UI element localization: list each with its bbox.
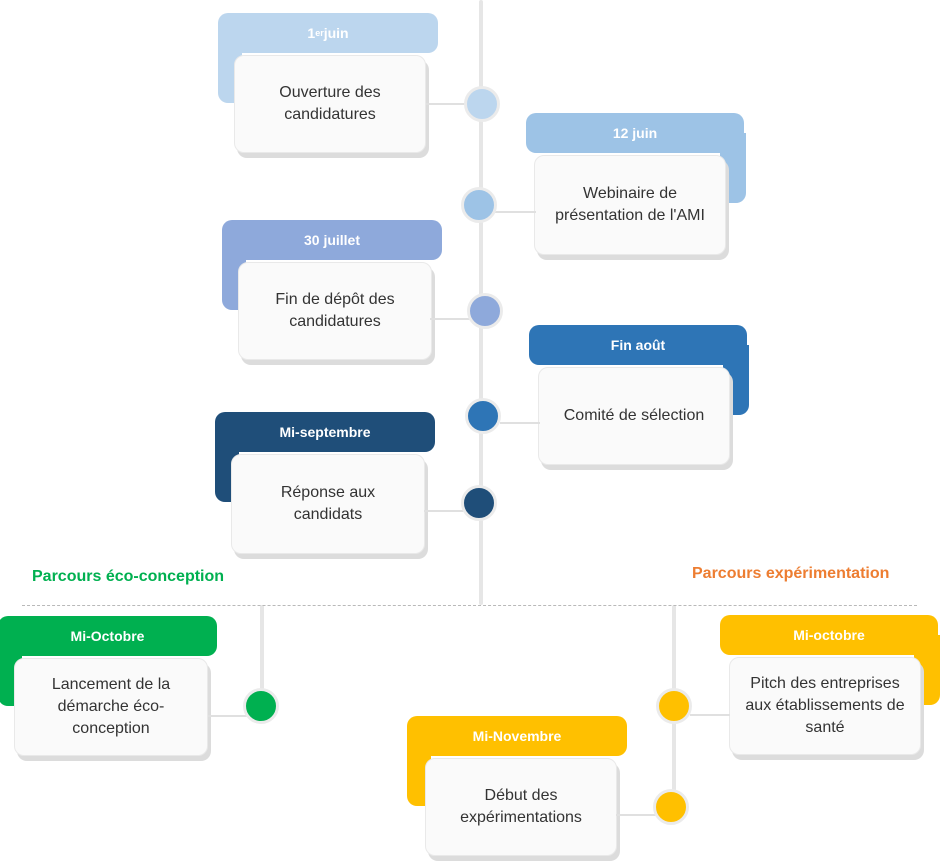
milestone-4-text: Comité de sélection [538, 367, 730, 465]
milestone-2-date: 12 juin [526, 113, 744, 153]
exp-item-2-connector [616, 814, 658, 816]
milestone-4-dot [465, 398, 501, 434]
milestone-3-dot [467, 293, 503, 329]
milestone-3-connector [430, 318, 470, 320]
milestone-1-connector [426, 103, 466, 105]
exp-item-1-connector [690, 714, 730, 716]
milestone-1-dot [464, 86, 500, 122]
milestone-5-dot [461, 485, 497, 521]
milestone-4-connector [500, 422, 540, 424]
milestone-4: Fin août Comité de sélection [529, 325, 749, 475]
exp-item-1-date: Mi-octobre [720, 615, 938, 655]
eco-item-1-connector [208, 715, 248, 717]
eco-item-1: Mi-Octobre Lancement de la démarche éco-… [0, 616, 218, 766]
exp-item-2-dot [653, 789, 689, 825]
eco-item-1-text: Lancement de la démarche éco-conception [14, 658, 208, 756]
track-separator [22, 605, 917, 606]
milestone-2-dot [461, 187, 497, 223]
milestone-2: 12 juin Webinaire de présentation de l'A… [526, 113, 746, 263]
milestone-2-text: Webinaire de présentation de l'AMI [534, 155, 726, 255]
milestone-1-text: Ouverture des candidatures [234, 55, 426, 153]
eco-item-1-date: Mi-Octobre [0, 616, 217, 656]
milestone-3-text: Fin de dépôt des candidatures [238, 262, 432, 360]
milestone-2-connector [494, 211, 536, 213]
exp-item-2-text: Début des expérimentations [425, 758, 617, 856]
eco-track-title: Parcours éco-conception [32, 568, 225, 585]
eco-item-1-dot [243, 688, 279, 724]
exp-item-2-date: Mi-Novembre [407, 716, 627, 756]
exp-track-title: Parcours expérimentation [692, 565, 890, 582]
eco-timeline-line [260, 605, 264, 710]
exp-item-2: Mi-Novembre Début des expérimentations [407, 716, 627, 866]
milestone-5-date: Mi-septembre [215, 412, 435, 452]
exp-item-1: Mi-octobre Pitch des entreprises aux éta… [720, 615, 940, 765]
milestone-3-date: 30 juillet [222, 220, 442, 260]
milestone-5-connector [424, 510, 466, 512]
milestone-5: Mi-septembre Réponse aux candidats [215, 412, 435, 562]
exp-item-1-text: Pitch des entreprises aux établissements… [729, 657, 921, 755]
milestone-4-date: Fin août [529, 325, 747, 365]
milestone-3: 30 juillet Fin de dépôt des candidatures [222, 220, 442, 370]
exp-item-1-dot [656, 688, 692, 724]
milestone-5-text: Réponse aux candidats [231, 454, 425, 554]
